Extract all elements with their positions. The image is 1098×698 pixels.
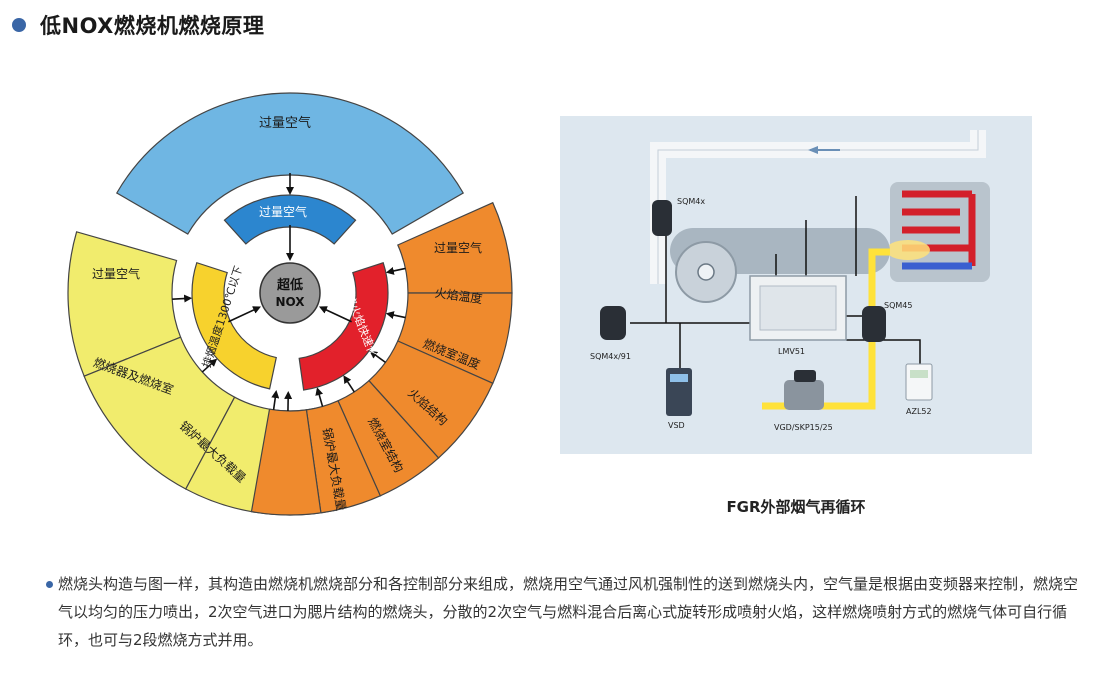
center-label-line1: 超低	[277, 277, 303, 293]
page-header: 低NOX燃烧机燃烧原理	[12, 8, 264, 42]
sqm45-actuator	[862, 306, 886, 342]
flame-icon	[886, 240, 930, 260]
boiler-tubes	[902, 190, 976, 270]
page-title: 低NOX燃烧机燃烧原理	[40, 14, 265, 38]
inner-sector-yellow	[191, 261, 277, 390]
sqm4x91-actuator	[600, 306, 626, 340]
arrow-right-1	[385, 267, 406, 275]
outer-sector-left-1	[67, 231, 182, 377]
outer-top-label: 过量空气	[259, 115, 311, 131]
inner-sector-red	[298, 261, 389, 391]
label-azl52: AZL52	[906, 407, 932, 416]
nox-principle-wheel: 超低 NOX 过量空气 过量空气 排烟温度1300℃以下 燃烧火焰快速化 过量空…	[67, 92, 513, 516]
inner-blue-label: 过量空气	[259, 204, 307, 219]
azl52-display	[905, 363, 933, 401]
outer-sector-top	[115, 92, 465, 235]
outer-sector-right-6	[250, 408, 322, 516]
arrow-yellow-center	[228, 306, 261, 323]
description-text: 燃烧头构造与图一样，其构造由燃烧机燃烧部分和各控制部分来组成，燃烧用空气通过风机…	[58, 575, 1079, 649]
arrow-left-1	[172, 294, 193, 303]
arrow-right-4	[343, 375, 355, 393]
label-sqm4x91: SQM4x/91	[590, 352, 631, 361]
control-wires	[630, 196, 921, 372]
arrow-right-2	[385, 311, 406, 319]
label-vgd: VGD/SKP15/25	[774, 423, 833, 432]
label-vsd: VSD	[668, 421, 685, 430]
fgr-caption: FGR外部烟气再循环	[726, 498, 866, 516]
fgr-diagram-panel: SQM4x SQM4x/91 LMV51 VSD SQM45 VGD/SKP15…	[560, 116, 1032, 454]
center-label-line2: NOX	[275, 295, 305, 309]
right-segment-label-2: 火焰温度	[434, 285, 484, 307]
inner-sector-blue	[223, 194, 357, 245]
arrow-right-3	[369, 350, 386, 364]
description-paragraph: 燃烧头构造与图一样，其构造由燃烧机燃烧部分和各控制部分来组成，燃烧用空气通过风机…	[46, 570, 1079, 654]
bullet-icon	[12, 18, 26, 32]
gas-valve	[784, 380, 824, 410]
wheel-arrows	[172, 173, 406, 411]
label-sqm45: SQM45	[884, 301, 912, 310]
left-segment-label-1: 过量空气	[92, 266, 140, 281]
right-segment-label-1: 过量空气	[434, 240, 482, 255]
arrow-left-2	[201, 358, 218, 373]
arrow-left-3	[271, 390, 280, 410]
center-circle	[259, 262, 321, 324]
arrow-red-center	[319, 306, 352, 323]
arrow-right-5	[315, 387, 324, 407]
description-bullet-icon	[46, 581, 53, 588]
outer-sector-left-2	[83, 336, 236, 490]
label-sqm4x: SQM4x	[677, 197, 705, 206]
sqm4x-actuator	[652, 200, 672, 236]
label-lmv51: LMV51	[778, 347, 805, 356]
fgr-diagram: SQM4x SQM4x/91 LMV51 VSD SQM45 VGD/SKP15…	[590, 130, 990, 432]
